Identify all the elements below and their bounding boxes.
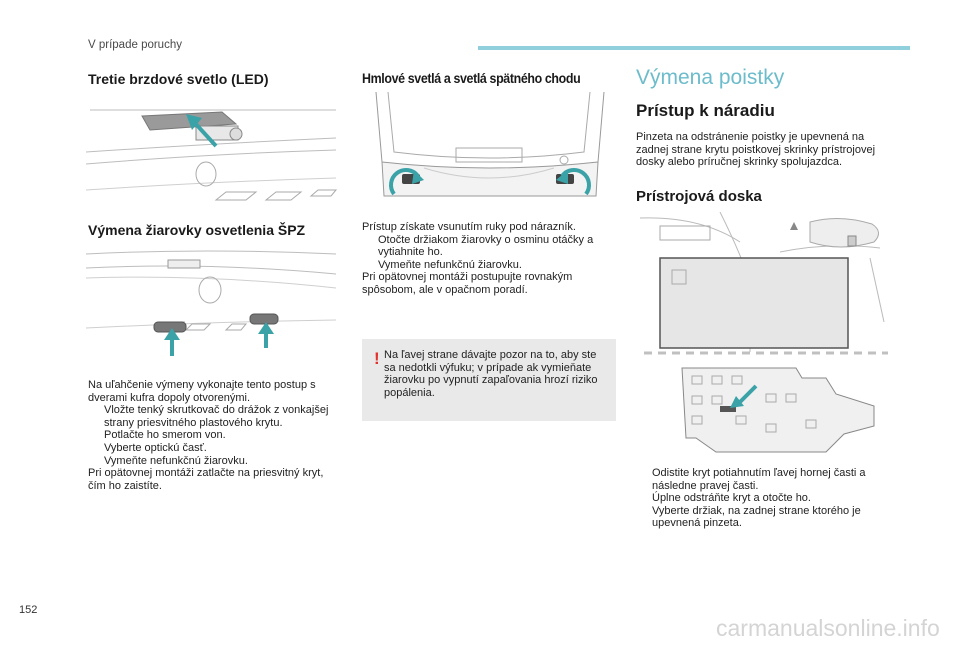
list-item: Vyberte optickú časť. [104, 441, 207, 454]
list-item: Vložte tenký skrutkovač do drážok z vonk… [104, 404, 329, 429]
section-title: Výmena poistky [636, 66, 785, 89]
intro-text: Prístup získate vsunutím ruky pod nárazn… [362, 221, 576, 233]
rear-bumper-illustration [375, 92, 605, 197]
license-plate-illustration [86, 250, 337, 356]
list-item: Úplne odstráňte kryt a otočte ho. [652, 492, 811, 505]
list-item: Vymeňte nefunkčnú žiarovku. [378, 258, 522, 271]
running-header: V prípade poruchy [88, 39, 182, 51]
header-accent-bar [478, 46, 910, 50]
watermark: carmanualsonline.info [716, 615, 940, 641]
page-number: 152 [19, 604, 38, 616]
warning-text: Na ľavej strane dávajte pozor na to, aby… [384, 349, 598, 399]
outro-text: Pri opätovnej montáži zatlačte na priesv… [88, 467, 324, 492]
list-item: Vymeňte nefunkčnú žiarovku. [104, 454, 248, 467]
fuse-cover-back-illustration [681, 367, 875, 453]
fog-reverse-lights-title: Hmlové svetlá a svetlá spätného chodu [362, 71, 581, 86]
list-item: Odistite kryt potiahnutím ľavej hornej č… [652, 467, 866, 492]
list-item: Otočte držiakom žiarovky o osminu otáčky… [378, 233, 594, 259]
warning-icon: ! [374, 349, 380, 368]
fog-lights-instructions: Prístup získate vsunutím ruky pod nárazn… [362, 221, 616, 297]
dashboard-title: Prístrojová doska [636, 188, 762, 205]
outro-text: Pri opätovnej montáži postupujte rovnaký… [362, 271, 573, 296]
list-item: Potlačte ho smerom von. [104, 429, 226, 442]
brake-light-illustration [86, 109, 338, 201]
tool-access-title: Prístup k náradiu [636, 101, 775, 120]
third-brake-light-title: Tretie brzdové svetlo (LED) [88, 71, 269, 87]
list-item: Vyberte držiak, na zadnej strane ktorého… [652, 504, 861, 530]
dashboard-fusebox-illustration [640, 212, 885, 352]
tool-access-text: Pinzeta na odstránenie poistky je upevne… [636, 131, 876, 169]
license-plate-light-title: Výmena žiarovky osvetlenia ŠPZ [88, 222, 306, 238]
warning-box: ! Na ľavej strane dávajte pozor na to, a… [362, 339, 616, 421]
divider-dashed [644, 351, 888, 355]
intro-text: Na uľahčenie výmeny vykonajte tento post… [88, 379, 316, 404]
dashboard-instructions: Odistite kryt potiahnutím ľavej hornej č… [636, 467, 892, 530]
license-plate-instructions: Na uľahčenie výmeny vykonajte tento post… [88, 379, 338, 492]
